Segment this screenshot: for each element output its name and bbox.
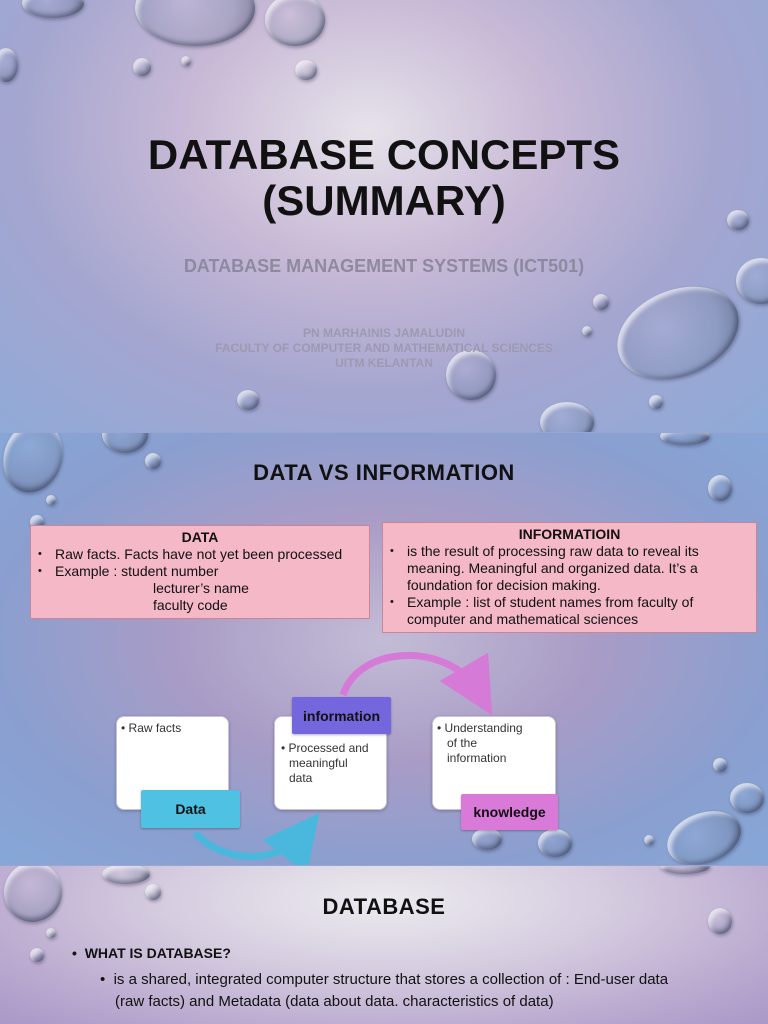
water-drop bbox=[540, 402, 594, 432]
knowledge-label: knowledge bbox=[461, 794, 558, 830]
water-drop bbox=[145, 453, 161, 469]
title-slide: DATABASE CONCEPTS (SUMMARY) DATABASE MAN… bbox=[0, 0, 768, 432]
info-card-text: Processed and bbox=[288, 741, 369, 755]
info-box-list: is the result of processing raw data to … bbox=[383, 543, 756, 628]
cycle-arrows bbox=[192, 652, 493, 865]
course-subtitle: DATABASE MANAGEMENT SYSTEMS (ICT501) bbox=[183, 256, 585, 276]
water-drop bbox=[237, 390, 259, 410]
data-box-title: DATA bbox=[181, 529, 219, 545]
water-drop bbox=[708, 475, 732, 501]
slide-heading: DATABASE bbox=[322, 894, 446, 919]
info-card-text: meaningful bbox=[289, 756, 348, 770]
water-drop bbox=[102, 433, 148, 453]
info-box-line: meaning. Meaningful and organized data. … bbox=[407, 560, 698, 576]
info-box-bullet: is the result of processing raw data to … bbox=[390, 543, 756, 594]
water-drop bbox=[727, 210, 749, 230]
water-drop bbox=[472, 828, 502, 850]
card-bullet: • Understanding of the information bbox=[437, 721, 523, 765]
water-drop bbox=[30, 948, 44, 962]
knowledge-card-text: of the bbox=[447, 736, 478, 750]
question-bullet: • WHAT IS DATABASE? bbox=[72, 945, 231, 961]
question-text: WHAT IS DATABASE? bbox=[84, 945, 231, 961]
author-name: PN MARHAINIS JAMALUDIN bbox=[303, 326, 465, 340]
slide-background bbox=[0, 866, 768, 1024]
info-card-text: data bbox=[289, 771, 313, 785]
campus-name: UITM KELANTAN bbox=[335, 356, 433, 370]
answer-bullet: • is a shared, integrated computer struc… bbox=[100, 969, 720, 1013]
data-box-list: Raw facts. Facts have not yet been proce… bbox=[31, 546, 369, 580]
water-drop bbox=[649, 395, 663, 409]
water-drop bbox=[46, 928, 56, 938]
water-drop bbox=[593, 294, 609, 310]
water-drop bbox=[660, 866, 710, 874]
water-drop bbox=[538, 829, 572, 857]
slide-heading: DATA VS INFORMATION bbox=[253, 460, 515, 485]
water-drop bbox=[295, 60, 317, 80]
water-drop bbox=[22, 0, 84, 18]
data-vs-information-slide: DATA VS INFORMATION DATA Raw facts. Fact… bbox=[0, 433, 768, 865]
data-label: Data bbox=[141, 790, 240, 828]
slide-title: DATABASE CONCEPTS (SUMMARY) bbox=[0, 132, 768, 224]
knowledge-card-text: information bbox=[447, 751, 507, 765]
info-box-line: is the result of processing raw data to … bbox=[407, 543, 699, 559]
card-bullet: • Processed and meaningful data bbox=[281, 741, 369, 785]
faculty-name: FACULTY OF COMPUTER AND MATHEMATICAL SCI… bbox=[215, 341, 553, 355]
card-bullet: • Raw facts bbox=[121, 721, 182, 735]
arrow-information-to-knowledge bbox=[339, 652, 493, 716]
info-box-bullet: Example : list of student names from fac… bbox=[390, 594, 756, 628]
water-drop bbox=[730, 783, 764, 813]
data-box-bullet: Example : student number bbox=[38, 563, 369, 580]
water-drop bbox=[133, 58, 151, 76]
answer-text: (raw facts) and Metadata (data about dat… bbox=[115, 993, 554, 1010]
data-box-continuation: faculty code bbox=[153, 597, 228, 613]
arrow-data-to-information bbox=[192, 813, 320, 865]
water-drop bbox=[102, 866, 150, 884]
water-drop bbox=[660, 433, 710, 445]
data-definition-box: DATA Raw facts. Facts have not yet been … bbox=[30, 525, 370, 619]
info-box-line: computer and mathematical sciences bbox=[407, 611, 639, 627]
water-drop bbox=[582, 326, 592, 336]
water-drop bbox=[0, 48, 18, 82]
water-drop bbox=[181, 56, 191, 66]
water-drop bbox=[446, 350, 496, 400]
info-box-line: foundation for decision making. bbox=[407, 577, 601, 593]
title-line-1: DATABASE CONCEPTS bbox=[147, 131, 621, 178]
author-info: PN MARHAINIS JAMALUDIN FACULTY OF COMPUT… bbox=[0, 326, 768, 371]
answer-text: is a shared, integrated computer structu… bbox=[113, 971, 669, 988]
information-label: information bbox=[292, 697, 391, 734]
data-box-bullet: Raw facts. Facts have not yet been proce… bbox=[38, 546, 369, 563]
database-slide: DATABASE • WHAT IS DATABASE? • is a shar… bbox=[0, 866, 768, 1024]
data-box-continuation: lecturer’s name bbox=[153, 580, 249, 596]
information-definition-box: INFORMATIOIN is the result of processing… bbox=[382, 522, 757, 633]
water-drop bbox=[713, 758, 727, 772]
title-line-2: (SUMMARY) bbox=[262, 177, 506, 224]
water-drop bbox=[708, 908, 732, 934]
water-drop bbox=[265, 0, 325, 46]
info-box-line: Example : list of student names from fac… bbox=[407, 594, 694, 610]
water-drop bbox=[644, 835, 654, 845]
water-drop bbox=[46, 495, 56, 505]
info-box-title: INFORMATIOIN bbox=[518, 526, 621, 542]
data-card-text: Raw facts bbox=[128, 721, 182, 735]
water-drop bbox=[145, 884, 161, 900]
knowledge-card-text: Understanding bbox=[444, 721, 523, 735]
